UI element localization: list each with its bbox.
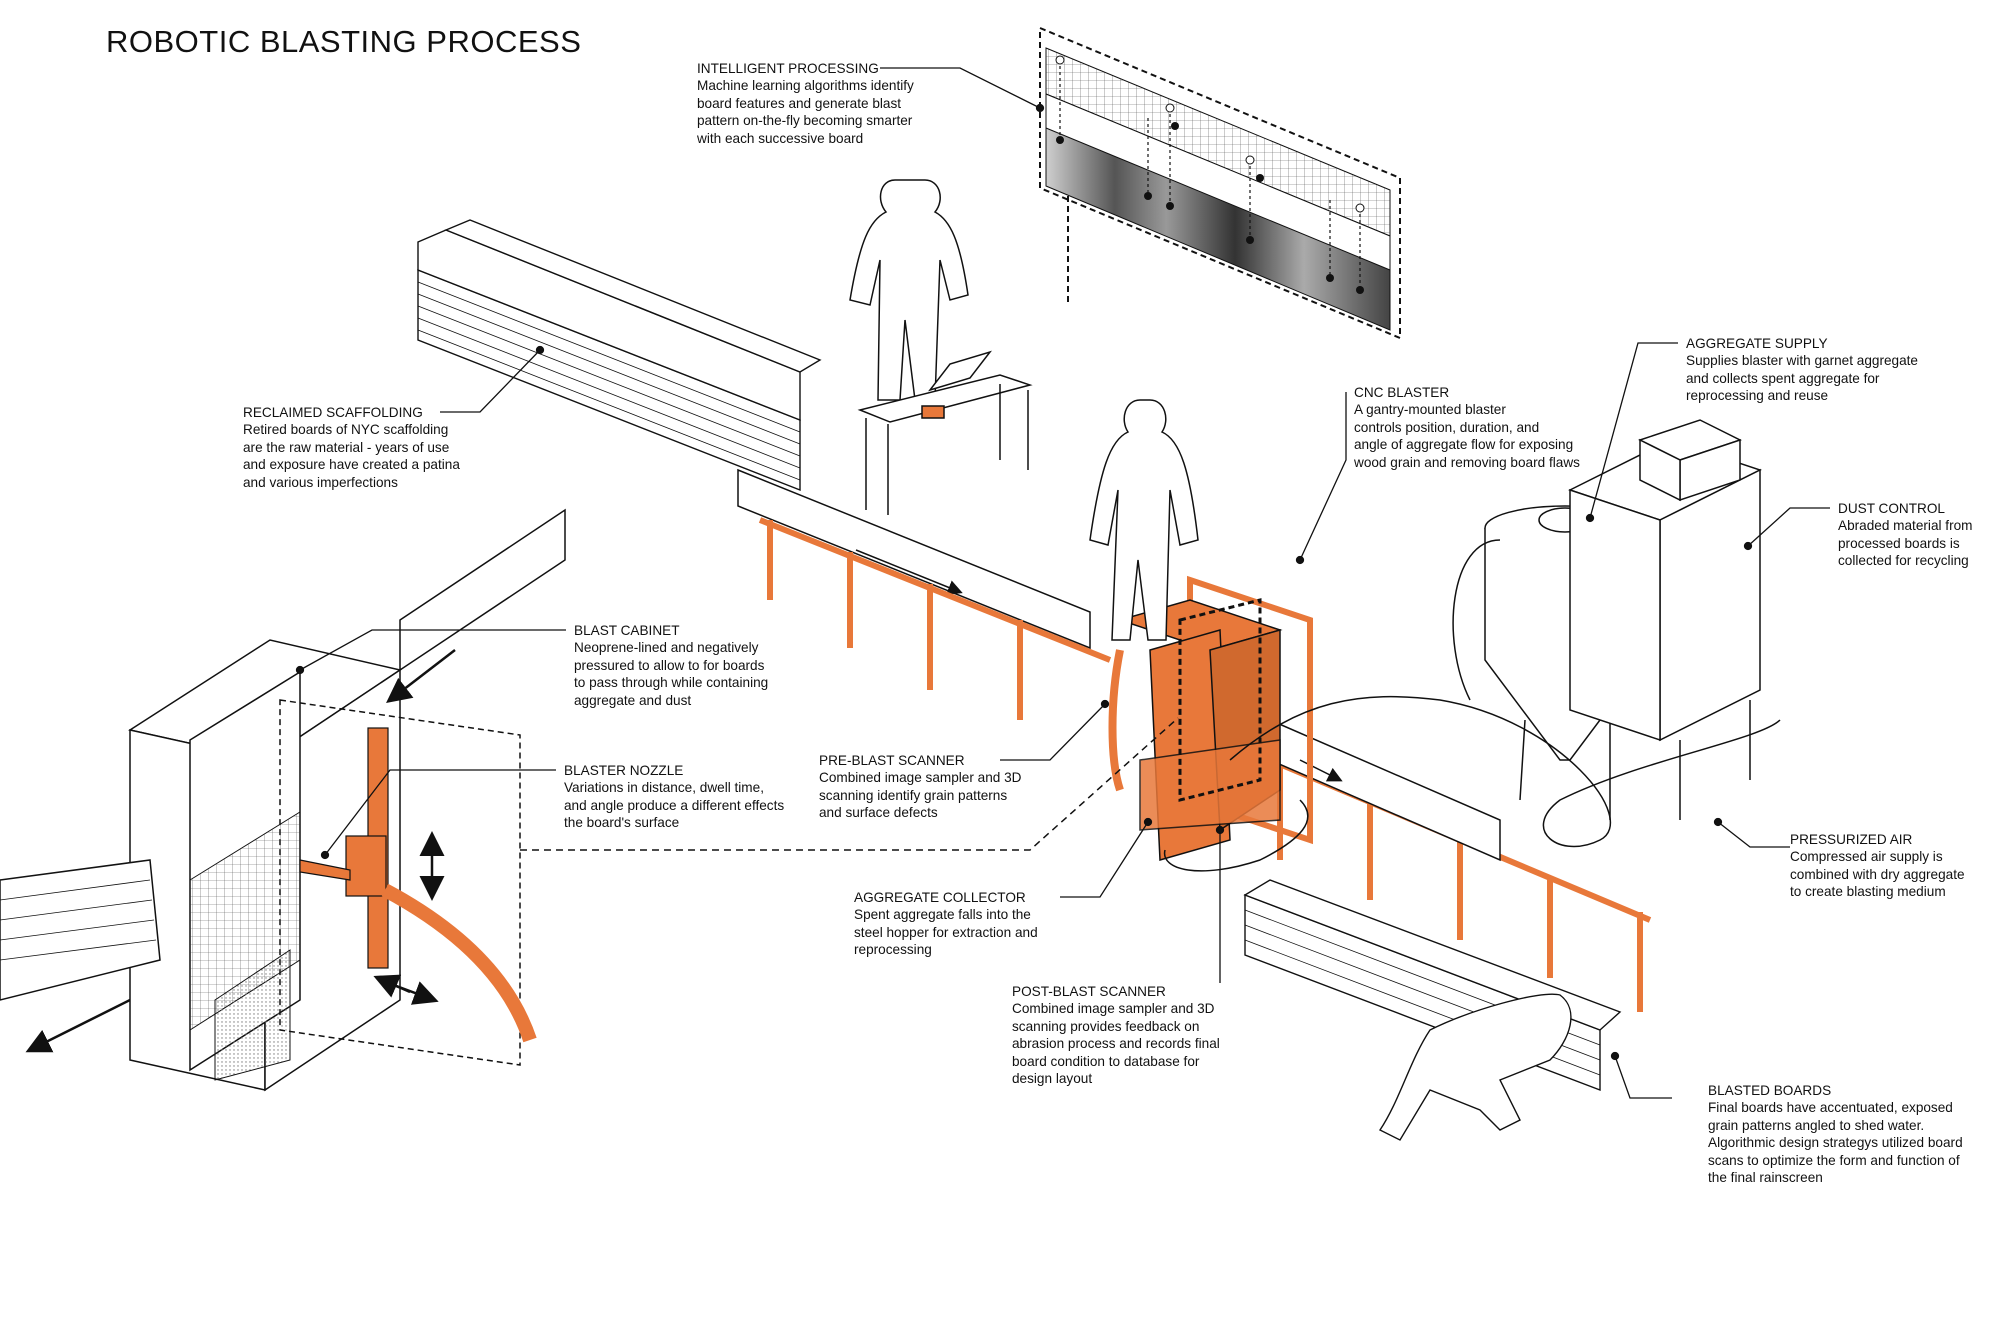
callout-heading: PRE-BLAST SCANNER: [819, 753, 965, 768]
callout-pre-blast-scanner: PRE-BLAST SCANNER Combined image sampler…: [819, 752, 1022, 822]
conveyor-rail: [737, 468, 1652, 1012]
callout-body: Retired boards of NYC scaffolding are th…: [243, 422, 460, 490]
callout-aggregate-collector: AGGREGATE COLLECTOR Spent aggregate fall…: [854, 889, 1038, 959]
blaster-operator-figure: [1089, 399, 1199, 641]
callout-heading: BLAST CABINET: [574, 623, 680, 638]
callout-dust-control: DUST CONTROL Abraded material from proce…: [1838, 500, 1972, 570]
blast-cabinet-detail: [0, 508, 566, 1092]
dust-control-unit: [1568, 419, 1762, 820]
callout-post-blast-scanner: POST-BLAST SCANNER Combined image sample…: [1012, 983, 1220, 1087]
callout-body: Combined image sampler and 3D scanning p…: [1012, 1001, 1220, 1087]
operator-workstation: [849, 179, 1033, 515]
diagram-title: ROBOTIC BLASTING PROCESS: [106, 24, 582, 59]
callout-heading: BLASTER NOZZLE: [564, 763, 684, 778]
callout-heading: RECLAIMED SCAFFOLDING: [243, 405, 423, 420]
scan-display-panel: [1039, 26, 1401, 340]
callout-body: Neoprene-lined and negatively pressured …: [574, 640, 769, 708]
callout-body: Spent aggregate falls into the steel hop…: [854, 907, 1038, 958]
callout-heading: POST-BLAST SCANNER: [1012, 984, 1166, 999]
callout-blasted-boards: BLASTED BOARDS Final boards have accentu…: [1708, 1082, 1963, 1186]
callout-heading: DUST CONTROL: [1838, 501, 1945, 516]
callout-body: Variations in distance, dwell time, and …: [564, 780, 785, 831]
callout-body: Combined image sampler and 3D scanning i…: [819, 770, 1022, 821]
callout-body: Supplies blaster with garnet aggregate a…: [1686, 353, 1918, 404]
callout-heading: AGGREGATE COLLECTOR: [854, 890, 1026, 905]
callout-body: A gantry-mounted blaster controls positi…: [1354, 402, 1580, 470]
callout-pressurized-air: PRESSURIZED AIR Compressed air supply is…: [1790, 831, 1965, 901]
callout-heading: PRESSURIZED AIR: [1790, 832, 1913, 847]
callout-leader-lines: [295, 67, 1830, 1099]
callout-reclaimed-scaffolding: RECLAIMED SCAFFOLDING Retired boards of …: [243, 404, 460, 491]
callout-body: Machine learning algorithms identify boa…: [697, 78, 914, 146]
blasted-board-stack: [1243, 879, 1622, 1141]
scaffolding-board-stack: [417, 219, 822, 492]
callout-blast-cabinet: BLAST CABINET Neoprene-lined and negativ…: [574, 622, 768, 709]
callout-blaster-nozzle: BLASTER NOZZLE Variations in distance, d…: [564, 762, 784, 832]
callout-heading: INTELLIGENT PROCESSING: [697, 61, 879, 76]
callout-body: Abraded material from processed boards i…: [1838, 518, 1973, 569]
callout-body: Compressed air supply is combined with d…: [1790, 849, 1965, 900]
callout-heading: CNC BLASTER: [1354, 385, 1450, 400]
callout-body: Final boards have accentuated, exposed g…: [1708, 1100, 1963, 1186]
callout-heading: BLASTED BOARDS: [1708, 1083, 1832, 1098]
callout-intelligent-processing: INTELLIGENT PROCESSING Machine learning …: [697, 60, 914, 147]
callout-cnc-blaster: CNC BLASTER A gantry-mounted blaster con…: [1354, 384, 1580, 471]
callout-heading: AGGREGATE SUPPLY: [1686, 336, 1828, 351]
air-hose: [1229, 695, 1781, 848]
callout-aggregate-supply: AGGREGATE SUPPLY Supplies blaster with g…: [1686, 335, 1918, 405]
cnc-blaster-machine: [1108, 575, 1313, 872]
blaster-nozzle-detail: [299, 727, 537, 1043]
